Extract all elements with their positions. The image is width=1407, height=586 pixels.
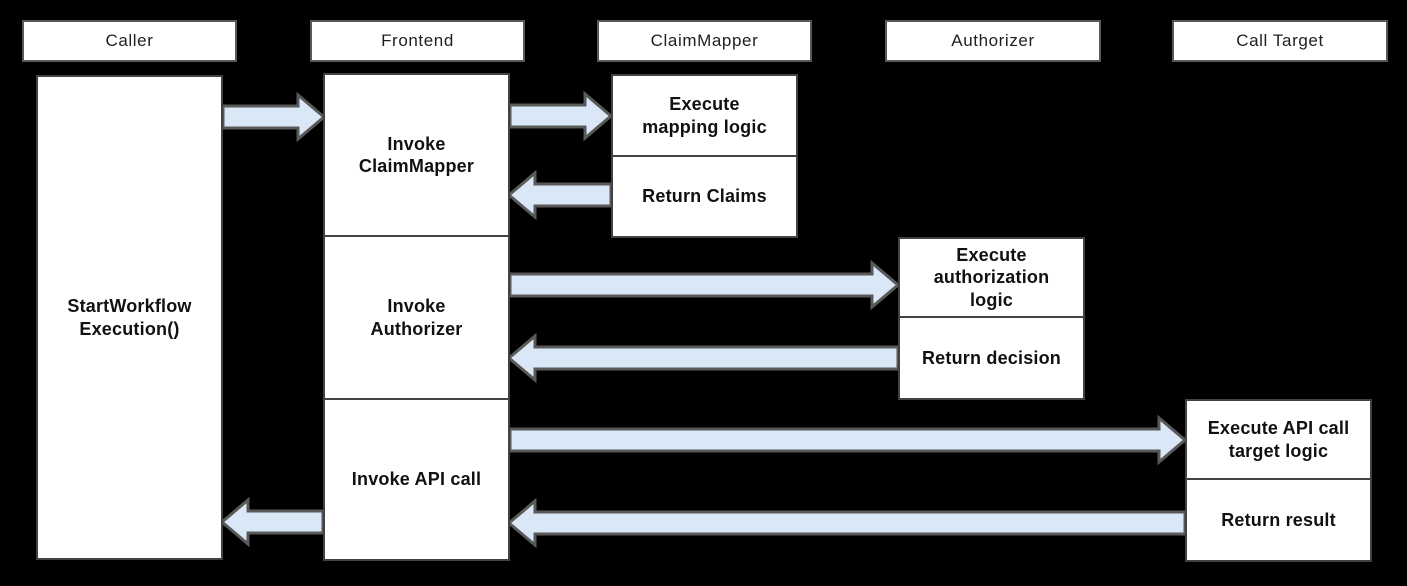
arrow-claimmapper-to-frontend-claims [506,169,613,221]
lane-header-claimmapper: ClaimMapper [597,20,812,62]
step-box-startworkflowexecution: StartWorkflow Execution() [36,75,223,560]
lane-header-label: Call Target [1236,31,1324,50]
step-box-return-decision: Return decision [898,316,1085,400]
lane-header-label: ClaimMapper [650,31,759,50]
lane-header-label: Authorizer [951,31,1035,50]
step-box-return-claims: Return Claims [611,155,798,238]
arrow-authorizer-to-frontend-decision [506,332,900,384]
lane-header-authorizer: Authorizer [885,20,1101,62]
arrow-frontend-to-claimmapper-execute [508,90,614,142]
step-box-execute-mapping-logic: Execute mapping logic [611,74,798,157]
step-box-execute-api-call-target-logic: Execute API call target logic [1185,399,1372,480]
arrow-calltarget-to-frontend-result [506,497,1187,549]
lane-header-label: Caller [105,31,154,50]
lane-header-label: Frontend [381,31,454,50]
step-box-invoke-authorizer: Invoke Authorizer [323,235,510,400]
arrow-frontend-to-caller-result [219,496,325,548]
lane-header-calltarget: Call Target [1172,20,1388,62]
step-box-execute-authorization-logic: Execute authorization logic [898,237,1085,318]
step-box-invoke-claimmapper: Invoke ClaimMapper [323,73,510,237]
lane-header-frontend: Frontend [310,20,525,62]
arrow-frontend-to-calltarget-execute [508,414,1188,466]
lane-header-caller: Caller [22,20,237,62]
step-box-return-result: Return result [1185,478,1372,562]
arrow-frontend-to-authorizer-execute [508,259,901,311]
step-box-invoke-api-call: Invoke API call [323,398,510,561]
arrow-caller-to-frontend-invoke [221,91,327,143]
